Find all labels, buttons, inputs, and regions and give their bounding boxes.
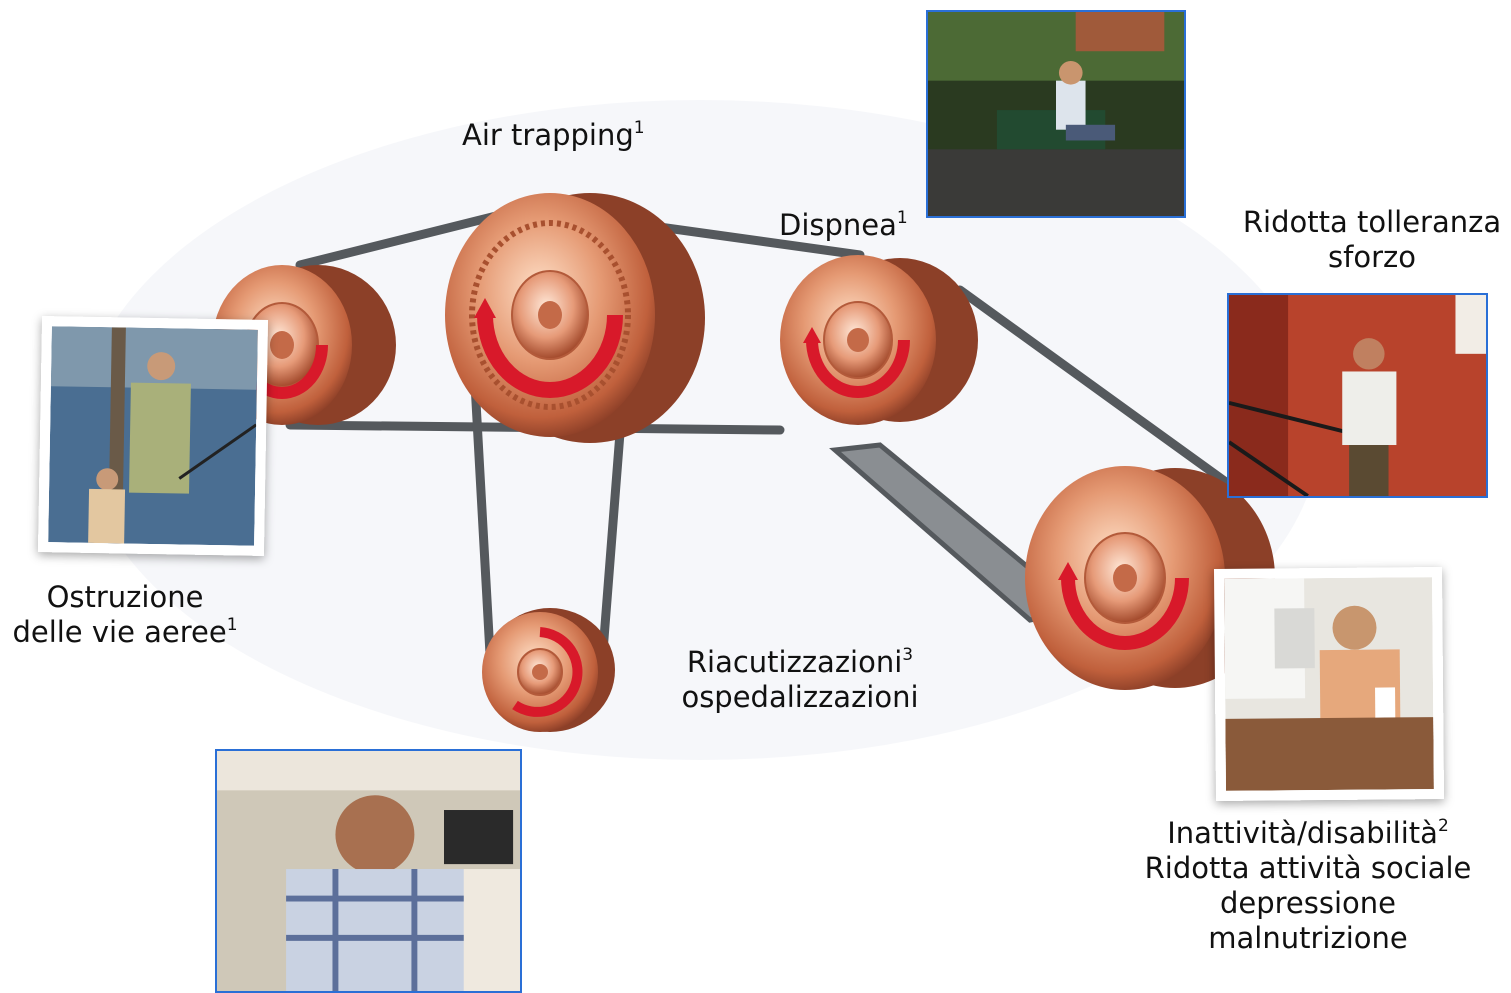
- photo-kitchen: [215, 749, 522, 993]
- photo-bench: [926, 10, 1186, 218]
- photo-window: [1214, 567, 1444, 801]
- photo-stairs: [1227, 293, 1488, 498]
- photo-fishing: [38, 316, 268, 556]
- label-dispnea-ref: 1: [897, 208, 908, 228]
- label-dispnea: Dispnea1: [779, 208, 908, 243]
- gear-dispnea: [780, 255, 978, 425]
- label-inattivita-line1: Inattività/disabilità: [1167, 816, 1438, 850]
- label-riacutizzazioni: Riacutizzazioni3 ospedalizzazioni: [675, 645, 925, 715]
- label-ridotta-tolleranza: Ridotta tolleranza sforzo: [1237, 205, 1507, 275]
- label-inattivita: Inattività/disabilità2 Ridotta attività …: [1130, 816, 1486, 956]
- label-riacutizzazioni-ref: 3: [902, 645, 913, 665]
- label-ostruzione-ref: 1: [227, 615, 238, 635]
- label-air-trapping-text: Air trapping: [462, 118, 634, 152]
- label-ridotta-tolleranza-line1: Ridotta tolleranza: [1237, 205, 1507, 240]
- label-air-trapping: Air trapping1: [462, 118, 645, 153]
- label-inattivita-ref: 2: [1438, 816, 1449, 836]
- label-ostruzione-line1: Ostruzione: [5, 580, 245, 615]
- label-ridotta-tolleranza-line2: sforzo: [1237, 240, 1507, 275]
- label-ostruzione: Ostruzione delle vie aeree1: [5, 580, 245, 650]
- label-inattivita-line4: malnutrizione: [1130, 921, 1486, 956]
- label-riacutizzazioni-line2: ospedalizzazioni: [675, 680, 925, 715]
- label-riacutizzazioni-line1: Riacutizzazioni: [687, 645, 902, 679]
- label-inattivita-line2: Ridotta attività sociale: [1130, 851, 1486, 886]
- label-dispnea-text: Dispnea: [779, 208, 897, 242]
- label-inattivita-line3: depressione: [1130, 886, 1486, 921]
- gear-air-trapping: [445, 193, 705, 443]
- label-ostruzione-line2: delle vie aeree: [12, 615, 226, 649]
- label-air-trapping-ref: 1: [634, 118, 645, 138]
